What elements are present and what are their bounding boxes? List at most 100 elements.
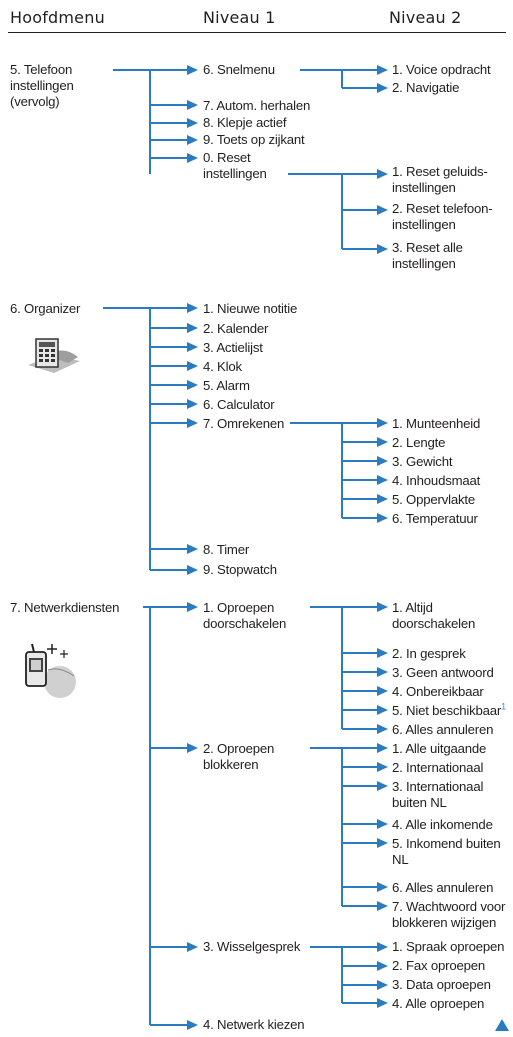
arrow-head-icon xyxy=(377,65,388,75)
level1-item: 2. Kalender xyxy=(203,321,269,336)
arrow-head-icon xyxy=(377,169,388,179)
main-item-telefoon-instellingen: 5. Telefoon instellingen (vervolg) xyxy=(10,62,74,109)
arrow-head-icon xyxy=(377,648,388,658)
arrow-head-icon xyxy=(187,380,198,390)
arrow-head-icon xyxy=(187,418,198,428)
level2-item: 1. Reset geluids- instellingen xyxy=(392,164,488,195)
arrow-head-icon xyxy=(187,942,198,952)
level2-item: 5. Inkomend buiten NL xyxy=(392,836,501,867)
level1-item: 1. Oproepen doorschakelen xyxy=(203,600,287,631)
arrow-head-icon xyxy=(187,100,198,110)
level1-item: 7. Autom. herhalen xyxy=(203,98,311,113)
level2-item: 2. Reset telefoon- instellingen xyxy=(392,201,493,232)
arrow-head-icon xyxy=(187,1020,198,1030)
arrow-head-icon xyxy=(377,980,388,990)
arrow-head-icon xyxy=(187,602,198,612)
level2-item: 4. Onbereikbaar xyxy=(392,684,484,699)
header-niveau-1: Niveau 1 xyxy=(203,8,276,27)
arrow-head-icon xyxy=(187,303,198,313)
arrow-head-icon xyxy=(187,544,198,554)
level1-item: 7. Omrekenen xyxy=(203,416,285,431)
arrow-head-icon xyxy=(187,361,198,371)
level2-item: 3. Gewicht xyxy=(392,454,453,469)
arrow-head-icon xyxy=(187,135,198,145)
level2-item-label: 5. Niet beschikbaar xyxy=(392,703,502,718)
arrow-head-icon xyxy=(187,153,198,163)
level2-item: 6. Alles annuleren xyxy=(392,722,494,737)
arrow-head-icon xyxy=(377,942,388,952)
level1-item: 4. Klok xyxy=(203,359,242,374)
level2-item: 6. Alles annuleren xyxy=(392,880,494,895)
organizer-icon xyxy=(28,338,80,373)
header-rule xyxy=(8,32,506,33)
arrow-head-icon xyxy=(377,513,388,523)
arrow-head-icon xyxy=(187,65,198,75)
arrow-head-icon xyxy=(377,244,388,254)
arrow-head-icon xyxy=(377,494,388,504)
arrow-head-icon xyxy=(377,724,388,734)
arrow-head-icon xyxy=(377,456,388,466)
level2-item: 7. Wachtwoord voor blokkeren wijzigen xyxy=(392,899,506,930)
level1-item: 3. Actielijst xyxy=(203,340,263,355)
level2-item: 3. Geen antwoord xyxy=(392,665,494,680)
triangle-up-icon[interactable] xyxy=(494,1018,510,1032)
level2-item: 1. Altijd doorschakelen xyxy=(392,600,476,631)
arrow-head-icon xyxy=(377,83,388,93)
arrow-head-icon xyxy=(377,762,388,772)
arrow-head-icon xyxy=(377,882,388,892)
arrow-head-icon xyxy=(187,342,198,352)
level2-item: 3. Internationaal buiten NL xyxy=(392,779,484,810)
arrow-head-icon xyxy=(377,667,388,677)
arrow-head-icon xyxy=(377,838,388,848)
level1-item: 1. Nieuwe notitie xyxy=(203,301,298,316)
level2-item: 4. Alle oproepen xyxy=(392,996,485,1011)
level1-item: 9. Toets op zijkant xyxy=(203,132,305,147)
level2-item: 2. Navigatie xyxy=(392,80,460,95)
arrow-head-icon xyxy=(377,418,388,428)
level1-item: 6. Snelmenu xyxy=(203,62,275,77)
level1-item: 2. Oproepen blokkeren xyxy=(203,741,275,772)
arrow-head-icon xyxy=(377,205,388,215)
header-niveau-2: Niveau 2 xyxy=(389,8,462,27)
arrow-head-icon xyxy=(377,819,388,829)
level1-item: 8. Klepje actief xyxy=(203,115,287,130)
arrow-head-icon xyxy=(377,437,388,447)
arrow-head-icon xyxy=(187,399,198,409)
arrow-head-icon xyxy=(377,781,388,791)
level1-item: 9. Stopwatch xyxy=(203,562,277,577)
arrow-head-icon xyxy=(377,686,388,696)
main-item-organizer: 6. Organizer xyxy=(10,301,81,316)
level1-item: 6. Calculator xyxy=(203,397,275,412)
level2-item: 2. Internationaal xyxy=(392,760,484,775)
header-hoofdmenu: Hoofdmenu xyxy=(10,8,105,27)
level2-item: 5. Oppervlakte xyxy=(392,492,475,507)
level2-item: 2. Fax oproepen xyxy=(392,958,486,973)
arrow-head-icon xyxy=(377,998,388,1008)
level1-item: 4. Netwerk kiezen xyxy=(203,1017,305,1032)
level2-item: 1. Spraak oproepen xyxy=(392,939,505,954)
level2-item: 2. In gesprek xyxy=(392,646,466,661)
level2-item: 3. Data oproepen xyxy=(392,977,491,992)
level1-item: 5. Alarm xyxy=(203,378,250,393)
level2-item: 1. Munteenheid xyxy=(392,416,481,431)
level2-item-niet-beschikbaar: 5. Niet beschikbaar1 xyxy=(392,701,506,719)
arrow-head-icon xyxy=(377,901,388,911)
arrow-head-icon xyxy=(187,118,198,128)
level2-item: 3. Reset alle instellingen xyxy=(392,240,463,271)
arrow-head-icon xyxy=(187,743,198,753)
arrow-head-icon xyxy=(377,705,388,715)
level2-item: 6. Temperatuur xyxy=(392,511,478,526)
arrow-head-icon xyxy=(377,602,388,612)
level1-item: 3. Wisselgesprek xyxy=(203,939,301,954)
main-item-netwerkdiensten: 7. Netwerkdiensten xyxy=(10,600,120,615)
arrow-head-icon xyxy=(377,743,388,753)
arrow-head-icon xyxy=(377,961,388,971)
level2-item: 4. Alle inkomende xyxy=(392,817,493,832)
arrow-head-icon xyxy=(187,565,198,575)
level2-item: 4. Inhoudsmaat xyxy=(392,473,481,488)
footnote-marker: 1 xyxy=(501,701,506,712)
level1-item: 8. Timer xyxy=(203,542,250,557)
level2-item: 1. Alle uitgaande xyxy=(392,741,487,756)
level2-item: 1. Voice opdracht xyxy=(392,62,491,77)
